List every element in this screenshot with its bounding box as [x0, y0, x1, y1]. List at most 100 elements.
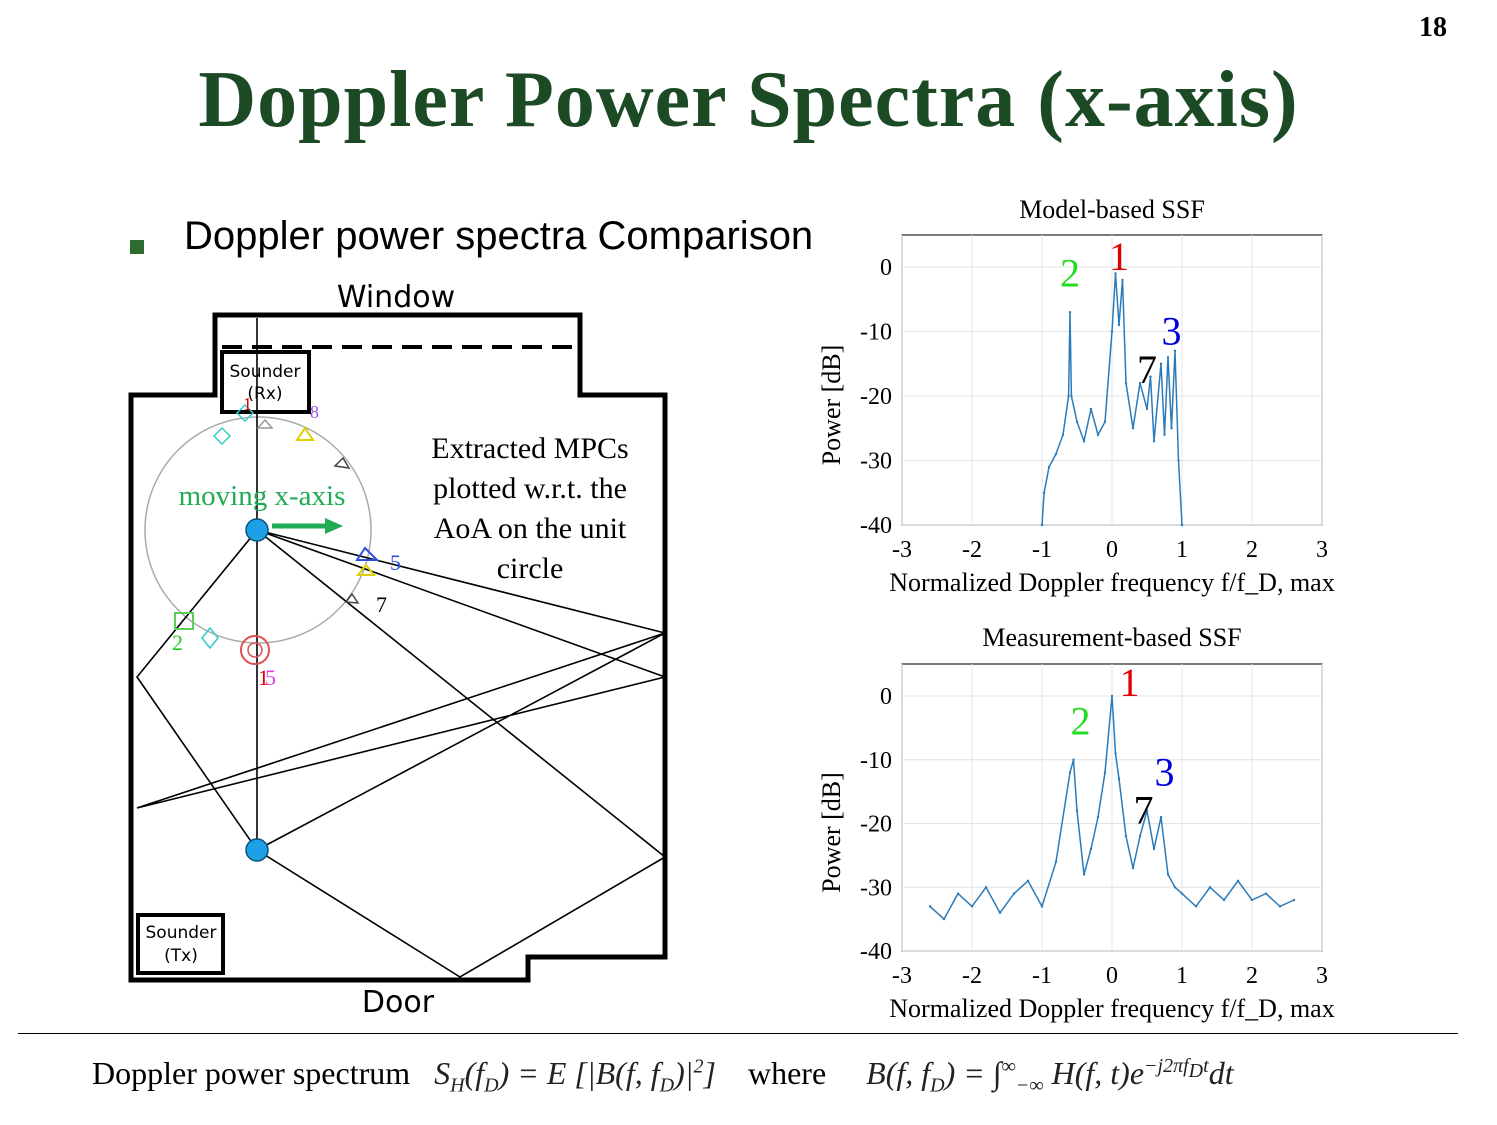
chart-data-point [1159, 362, 1163, 365]
mpc-label-1-top: 1 [243, 394, 252, 414]
chart-xtick-label: -3 [892, 537, 912, 563]
door-label: Door [362, 985, 435, 1020]
footer-divider [18, 1033, 1458, 1034]
chart-data-point [1152, 439, 1156, 443]
bullet-marker [130, 240, 144, 254]
chart-peak-label: 7 [1134, 788, 1154, 833]
chart-peak-label: 3 [1155, 749, 1175, 794]
chart-data-point [1138, 835, 1142, 838]
chart-data-point [1278, 905, 1282, 908]
chart-data-point [1292, 898, 1296, 902]
chart-xtick-label: -2 [962, 963, 982, 989]
chart-data-point [1124, 381, 1128, 385]
chart-data-point [1040, 905, 1044, 908]
chart-data-point [1124, 835, 1128, 838]
chart-xlabel: Normalized Doppler frequency f/f_D, max [889, 568, 1334, 597]
formula: Doppler power spectrum SH(fD) = E [|B(f,… [92, 1055, 1234, 1097]
chart-peak-label: 2 [1060, 250, 1080, 295]
chart-data-point [1250, 898, 1254, 902]
chart-data-point [1072, 758, 1075, 761]
chart-data-point [1208, 886, 1212, 889]
chart-data-point [970, 905, 974, 908]
chart-data-point [1166, 356, 1170, 359]
chart-xlabel: Normalized Doppler frequency f/f_D, max [889, 994, 1334, 1023]
chart-data-point [1264, 892, 1268, 895]
chart-data-point [1103, 771, 1107, 774]
chart-ytick-label: -10 [860, 320, 892, 346]
mpc-label-7: 7 [376, 592, 387, 617]
chart-peak-label: 7 [1137, 347, 1157, 392]
chart-data-point [984, 886, 988, 889]
chart-ytick-label: 0 [880, 255, 892, 281]
moving-arrow-head [325, 518, 343, 534]
room-outline [128, 312, 668, 983]
chart-data-point [1145, 407, 1149, 411]
chart-xtick-label: 3 [1316, 963, 1328, 989]
chart-data-point [1114, 272, 1117, 275]
mpc-markers [174, 403, 380, 665]
chart-xtick-label: 3 [1316, 537, 1328, 563]
chart-data-point [1012, 892, 1016, 895]
chart-data-point [1054, 860, 1058, 863]
chart-data-point [1170, 427, 1173, 430]
chart-data-point [1082, 873, 1086, 876]
chart-data-point [1089, 847, 1093, 851]
annotation-line-2: plotted w.r.t. the [433, 472, 627, 505]
chart-xtick-label: -2 [962, 537, 982, 563]
chart-xtick-label: 1 [1176, 963, 1188, 989]
mpc-label-5: 5 [390, 550, 401, 575]
chart-peak-label: 1 [1120, 660, 1140, 705]
annotation-line-3: AoA on the unit [434, 512, 627, 545]
chart-data-point [1236, 879, 1240, 883]
chart-data-point [1159, 815, 1163, 819]
chart-data-point [1194, 905, 1198, 908]
tx-label-line2: (Tx) [164, 946, 198, 966]
chart-ytick-label: -30 [860, 449, 892, 475]
chart-data-point [1166, 873, 1170, 876]
chart-ytick-label: -10 [860, 748, 892, 774]
mpc-label-1-bottom: 1 [258, 665, 269, 690]
rx-sounder-box [220, 350, 311, 414]
chart-peak-label: 1 [1109, 234, 1129, 279]
chart-data-point [1173, 349, 1177, 353]
chart-data-point [998, 911, 1002, 914]
chart-series-line [1041, 273, 1183, 526]
chart-data-point [1061, 433, 1065, 436]
mpc-label-5-bottom: 5 [265, 665, 276, 690]
chart-data-point [1070, 394, 1073, 398]
chart-data-point [1177, 459, 1180, 462]
chart-peak-label: 2 [1071, 698, 1091, 743]
chart-title: Measurement-based SSF [982, 623, 1241, 652]
chart-data-point [1075, 420, 1079, 423]
formula-lead: Doppler power spectrum [92, 1055, 411, 1091]
chart-data-point [1096, 815, 1100, 819]
chart-data-point [1068, 771, 1072, 774]
formula-lhs: SH(fD) = E [|B(f, fD)|2] [434, 1055, 716, 1097]
chart-data-point [1082, 439, 1086, 443]
rx-node [245, 518, 269, 542]
chart-ylabel: Power [dB] [817, 345, 846, 466]
chart-ytick-label: 0 [880, 684, 892, 710]
chart-data-point [1180, 523, 1184, 527]
chart-data-point [1096, 433, 1100, 436]
chart-data-point [1163, 433, 1166, 436]
chart-ytick-label: -20 [860, 812, 892, 838]
tx-node [245, 838, 269, 862]
chart-data-point [1110, 694, 1114, 698]
chart-title: Model-based SSF [1019, 195, 1205, 224]
chart-data-point [1114, 752, 1117, 755]
chart-data-point [1040, 523, 1044, 527]
chart-ytick-label: -30 [860, 875, 892, 901]
chart-xtick-label: -3 [892, 963, 912, 989]
chart-data-point [1068, 310, 1072, 314]
chart-data-point [1117, 777, 1121, 781]
chart-data-point [1067, 394, 1070, 398]
chart-data-point [1180, 892, 1184, 895]
mpc-label-8: 8 [310, 402, 319, 422]
chart-xtick-label: 0 [1106, 963, 1118, 989]
chart-peak-label: 3 [1162, 308, 1182, 353]
chart-data-point [1173, 886, 1177, 889]
chart-data-point [956, 892, 960, 895]
chart-data-point [1145, 809, 1149, 812]
